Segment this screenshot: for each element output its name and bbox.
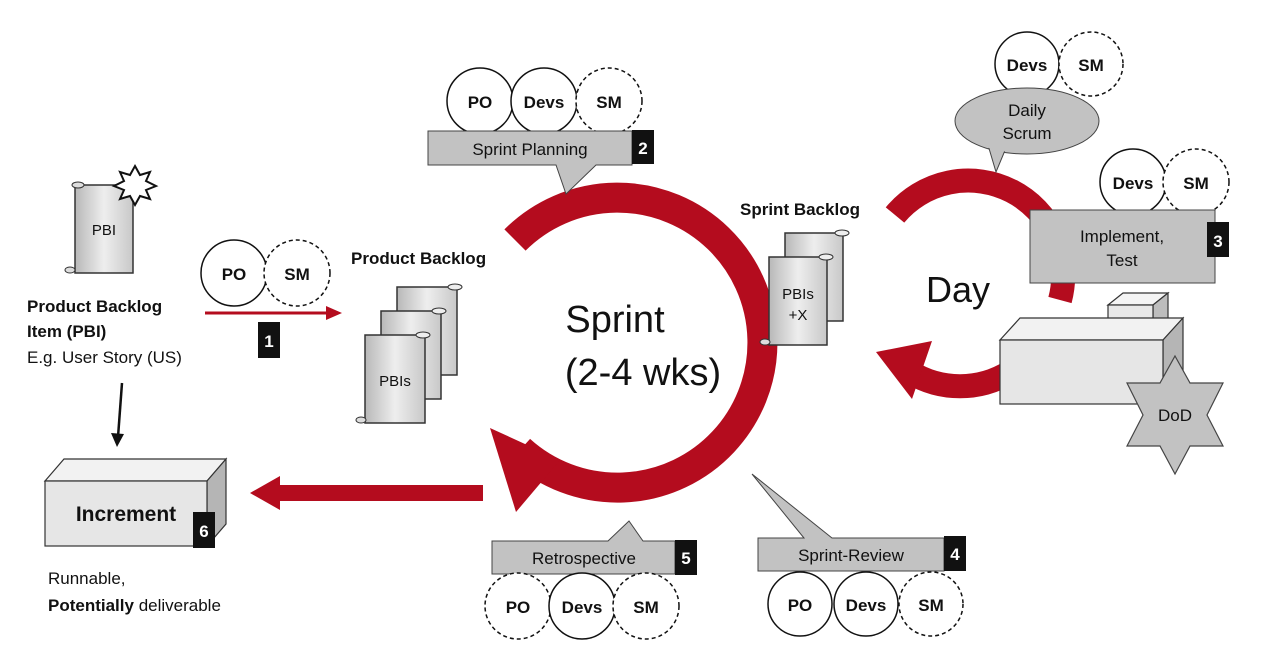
role-devs: Devs <box>562 598 603 617</box>
svg-text:PBIs: PBIs <box>782 286 814 303</box>
role-po: PO <box>222 265 247 284</box>
step-badge-2: 2 <box>632 130 654 164</box>
role-sm: SM <box>1078 56 1104 75</box>
retrospective-callout: Retrospective <box>491 520 676 575</box>
svg-text:3: 3 <box>1213 232 1222 251</box>
role-po: PO <box>788 596 813 615</box>
role-sm: SM <box>284 265 310 284</box>
implement-roles: Devs SM <box>1099 148 1230 216</box>
sprint-review-roles: PO Devs SM <box>767 571 964 637</box>
increment-label: Increment <box>76 503 176 526</box>
role-sm: SM <box>596 93 622 112</box>
increment-caption-line2: Potentially deliverable <box>48 596 221 615</box>
daily-scrum-bubble: Daily Scrum <box>954 87 1100 174</box>
step-badge-3: 3 <box>1207 222 1229 257</box>
svg-text:Daily: Daily <box>1008 101 1046 120</box>
role-devs: Devs <box>1113 174 1154 193</box>
role-po: PO <box>468 93 493 112</box>
pbi-title-line1: Product Backlog <box>27 297 162 316</box>
product-backlog-title: Product Backlog <box>351 249 486 268</box>
new-item-burst-icon <box>111 163 159 208</box>
pbi-to-increment-arrow <box>111 382 124 447</box>
sprint-duration: (2-4 wks) <box>565 352 721 394</box>
sprint-backlog-title: Sprint Backlog <box>740 200 860 219</box>
role-devs: Devs <box>846 596 887 615</box>
dod-star: DoD <box>1126 354 1224 476</box>
step1-arrow <box>205 306 342 320</box>
delivery-arrow <box>250 476 483 510</box>
svg-text:Sprint-Review: Sprint-Review <box>798 546 905 565</box>
svg-text:Implement,: Implement, <box>1080 227 1164 246</box>
step-badge-6: 6 <box>193 512 215 548</box>
svg-text:Scrum: Scrum <box>1002 124 1051 143</box>
pbi-scroll: PBI <box>64 181 134 274</box>
svg-text:Test: Test <box>1106 251 1137 270</box>
pbi-subtitle: E.g. User Story (US) <box>27 348 182 367</box>
svg-text:Sprint Planning: Sprint Planning <box>472 140 587 159</box>
role-devs: Devs <box>1007 56 1048 75</box>
increment-caption-line1: Runnable, <box>48 569 126 588</box>
svg-text:DoD: DoD <box>1158 406 1192 425</box>
product-backlog-scroll-label: PBIs <box>379 373 411 390</box>
role-po: PO <box>506 598 531 617</box>
pbi-title-line2: Item (PBI) <box>27 322 106 341</box>
step-badge-1: 1 <box>258 322 280 358</box>
daily-scrum-roles: Devs SM <box>994 31 1124 97</box>
pbi-scroll-label: PBI <box>92 222 116 239</box>
role-devs: Devs <box>524 93 565 112</box>
step-badge-5: 5 <box>675 540 697 575</box>
implement-test-box: Implement, Test <box>1029 209 1216 284</box>
retrospective-roles: PO Devs SM <box>484 572 680 640</box>
product-backlog-stack: PBIs <box>355 283 463 424</box>
svg-text:Retrospective: Retrospective <box>532 549 636 568</box>
sprint-label: Sprint <box>565 299 665 341</box>
svg-text:1: 1 <box>264 332 273 351</box>
svg-text:6: 6 <box>199 522 208 541</box>
step1-roles: PO SM <box>200 239 331 307</box>
svg-text:5: 5 <box>681 549 690 568</box>
sprint-review-callout: Sprint-Review <box>751 473 945 572</box>
svg-text:4: 4 <box>950 545 960 564</box>
sprint-planning-roles: PO Devs SM <box>446 67 643 135</box>
role-sm: SM <box>633 598 659 617</box>
role-sm: SM <box>918 596 944 615</box>
sprint-backlog-stack: PBIs +X <box>759 229 850 346</box>
role-sm: SM <box>1183 174 1209 193</box>
step-badge-4: 4 <box>944 536 966 571</box>
svg-text:+X: +X <box>789 307 808 324</box>
day-label: Day <box>926 269 990 310</box>
svg-text:2: 2 <box>638 139 647 158</box>
